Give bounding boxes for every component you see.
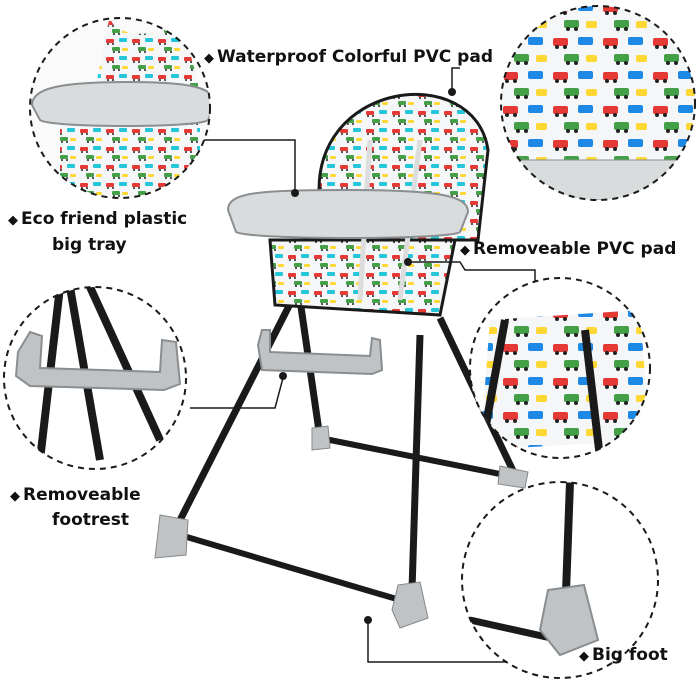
dot-icon: [448, 88, 456, 96]
label-waterproof-pad-text: Waterproof Colorful PVC pad: [217, 47, 493, 67]
diamond-icon: ◆: [204, 51, 214, 66]
label-tray-line1: ◆Eco friend plastic: [8, 207, 187, 233]
zoom-circle-footrest: [3, 286, 187, 470]
label-footrest-line1: ◆Removeable: [10, 483, 141, 509]
front-leg-left: [171, 298, 296, 532]
diamond-icon: ◆: [10, 489, 20, 504]
label-waterproof-pad: ◆Waterproof Colorful PVC pad: [204, 45, 493, 71]
diamond-icon: ◆: [579, 649, 589, 664]
zoom-circle-removeable-pad: [469, 277, 651, 459]
label-footrest-text-1: Removeable: [23, 485, 141, 505]
footrest: [256, 329, 384, 376]
leader-tray: [168, 139, 296, 190]
rear-leg-left: [408, 334, 424, 591]
base-bar-back: [319, 435, 521, 481]
diamond-icon: ◆: [8, 213, 18, 228]
zoom-circle-big-foot: [461, 481, 659, 679]
zoom-circle-pad: [500, 5, 696, 201]
label-tray-line2: big tray: [52, 235, 127, 255]
label-tray-text-1: Eco friend plastic: [21, 209, 188, 229]
diamond-icon: ◆: [460, 243, 470, 258]
base-bar-front: [179, 532, 411, 606]
dot-icon: [364, 616, 372, 624]
label-footrest-line2: footrest: [52, 510, 130, 530]
leader-footrest: [190, 377, 284, 409]
zoom-circle-tray: [29, 17, 211, 199]
label-big-foot: ◆Big foot: [579, 643, 668, 669]
foot-back-left: [311, 425, 331, 451]
leader-pad: [451, 67, 460, 92]
tray: [226, 188, 470, 239]
foot-back-right: [497, 465, 529, 489]
dot-icon: [404, 258, 412, 266]
label-removeable-pad-text: Removeable PVC pad: [473, 239, 677, 259]
label-removeable-pad: ◆Removeable PVC pad: [460, 237, 676, 263]
foot-front-right: [391, 581, 429, 629]
dot-icon: [291, 189, 299, 197]
label-big-foot-text: Big foot: [592, 645, 668, 665]
dot-icon: [279, 372, 287, 380]
leader-removeable-pad: [410, 261, 536, 296]
foot-front-left: [154, 514, 189, 559]
